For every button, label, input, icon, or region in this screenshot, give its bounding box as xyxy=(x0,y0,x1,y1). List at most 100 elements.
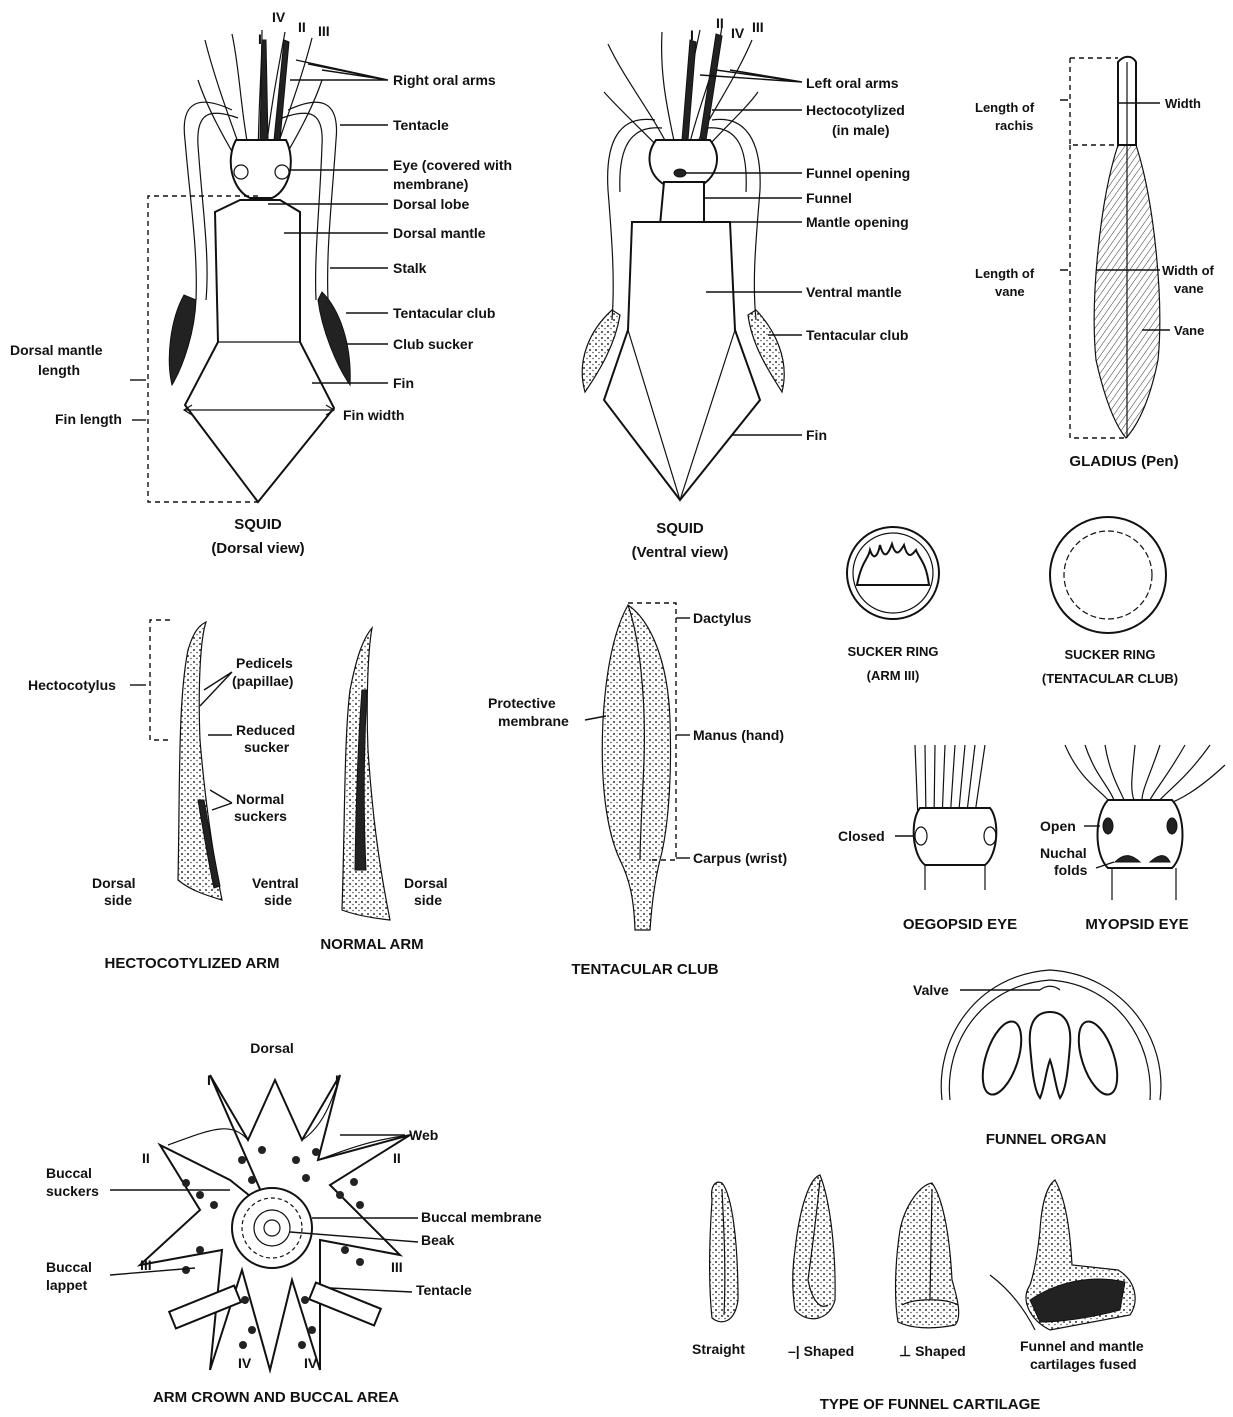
label-nuchal-folds: Nuchal xyxy=(1040,845,1087,861)
caption-hectocotylized-arm: HECTOCOTYLIZED ARM xyxy=(105,955,280,972)
caption-sucker-ring-club: SUCKER RING xyxy=(1064,647,1155,662)
label-valve: Valve xyxy=(913,982,949,998)
caption-squid-ventral-2: (Ventral view) xyxy=(632,544,729,561)
caption-arm-crown: ARM CROWN AND BUCCAL AREA xyxy=(153,1389,399,1406)
gladius-figure xyxy=(1060,57,1170,438)
label-straight: Straight xyxy=(692,1341,745,1357)
caption-gladius: GLADIUS (Pen) xyxy=(1069,453,1178,470)
label-buccal-lappet-2: lappet xyxy=(46,1277,88,1293)
arm-number-crown: IV xyxy=(304,1355,318,1371)
caption-funnel-cartilage: TYPE OF FUNNEL CARTILAGE xyxy=(820,1396,1041,1413)
funnel-organ-figure xyxy=(941,970,1161,1100)
tentacular-club-right-drawing xyxy=(318,292,350,385)
ventral-mantle-drawing xyxy=(604,222,760,500)
dorsal-mantle-drawing xyxy=(185,200,334,502)
label-fused-2: cartilages fused xyxy=(1030,1356,1137,1372)
label-stalk: Stalk xyxy=(393,260,427,276)
hectocotylized-arm-figure xyxy=(130,620,232,900)
label-dactylus: Dactylus xyxy=(693,610,752,626)
label-pedicels: Pedicels xyxy=(236,655,293,671)
caption-myopsid-eye: MYOPSID EYE xyxy=(1085,916,1188,933)
label-fin: Fin xyxy=(393,375,414,391)
label-tentacular-club-ventral: Tentacular club xyxy=(806,327,908,343)
label-funnel: Funnel xyxy=(806,190,852,206)
dorsal-head-drawing xyxy=(231,140,291,198)
label-buccal-membrane: Buccal membrane xyxy=(421,1209,542,1225)
label-club-sucker: Club sucker xyxy=(393,336,474,352)
caption-funnel-organ: FUNNEL ORGAN xyxy=(986,1131,1107,1148)
label-buccal-lappet: Buccal xyxy=(46,1259,92,1275)
arm-number-ventral: III xyxy=(752,19,764,35)
label-reduced-sucker-2: sucker xyxy=(244,739,290,755)
tentacular-club-figure xyxy=(585,603,690,930)
label-dorsal-mantle: Dorsal mantle xyxy=(393,225,486,241)
squid-ventral-figure xyxy=(582,26,802,500)
sucker-ring-club-figure xyxy=(1050,517,1166,633)
arm-number-ventral: II xyxy=(716,15,724,31)
arm-number-crown: III xyxy=(391,1259,403,1275)
label-left-oral-arms: Left oral arms xyxy=(806,75,899,91)
arm-number-dorsal: I xyxy=(258,31,262,47)
label-beak: Beak xyxy=(421,1232,455,1248)
myopsid-eye-figure xyxy=(1065,745,1225,900)
label-width-of-vane-2: vane xyxy=(1174,281,1204,296)
arm-number-crown: IV xyxy=(238,1355,252,1371)
label-hectocotylized: Hectocotylized xyxy=(806,102,905,118)
label-tentacular-club: Tentacular club xyxy=(393,305,495,321)
caption-sucker-ring-arm: SUCKER RING xyxy=(847,644,938,659)
cartilage-inverted-t-drawing xyxy=(896,1183,959,1328)
arm-number-dorsal: IV xyxy=(272,9,286,25)
label-mantle-opening: Mantle opening xyxy=(806,214,909,230)
caption-squid-ventral: SQUID xyxy=(656,520,704,537)
label-length-of-vane-2: vane xyxy=(995,284,1025,299)
label-dorsal-mantle-length: Dorsal mantle xyxy=(10,342,103,358)
label-tentacle: Tentacle xyxy=(393,117,449,133)
label-hectocotylus: Hectocotylus xyxy=(28,677,116,693)
label-normal-suckers-2: suckers xyxy=(234,808,287,824)
label-reduced-sucker: Reduced xyxy=(236,722,295,738)
label-inverted-t-shaped: ⊥ Shaped xyxy=(899,1343,966,1359)
label-dorsal-side-2: side xyxy=(104,892,132,908)
label-length-of-rachis-2: rachis xyxy=(995,118,1033,133)
caption-oegopsid-eye: OEGOPSID EYE xyxy=(903,916,1017,933)
label-ventral-side: Ventral xyxy=(252,875,299,891)
caption-squid-dorsal-2: (Dorsal view) xyxy=(211,540,304,557)
label-carpus: Carpus (wrist) xyxy=(693,850,787,866)
arm-number-crown: I xyxy=(335,1072,339,1088)
label-t-shaped-side: –| Shaped xyxy=(788,1343,854,1359)
label-tentacle-crown: Tentacle xyxy=(416,1282,472,1298)
label-papillae: (papillae) xyxy=(232,673,293,689)
oegopsid-eye-figure xyxy=(895,745,996,890)
arm-crown-figure xyxy=(110,1075,418,1370)
normal-arm-figure xyxy=(342,628,390,920)
label-ventral-mantle: Ventral mantle xyxy=(806,284,902,300)
caption-tentacular-club: TENTACULAR CLUB xyxy=(571,961,718,978)
label-in-male: (in male) xyxy=(832,122,890,138)
arm-number-crown: III xyxy=(140,1257,152,1273)
label-eye: Eye (covered with xyxy=(393,157,512,173)
label-manus: Manus (hand) xyxy=(693,727,784,743)
caption-sucker-ring-arm-2: (ARM III) xyxy=(867,668,920,683)
arm-number-dorsal: III xyxy=(318,23,330,39)
label-fin-length: Fin length xyxy=(55,411,122,427)
caption-sucker-ring-club-2: (TENTACULAR CLUB) xyxy=(1042,671,1178,686)
label-width: Width xyxy=(1165,96,1201,111)
label-fused: Funnel and mantle xyxy=(1020,1338,1144,1354)
ventral-head-drawing xyxy=(650,140,717,185)
squid-dorsal-figure xyxy=(130,30,388,502)
arm-number-crown: II xyxy=(142,1150,150,1166)
label-dorsal-mantle-length-2: length xyxy=(38,362,80,378)
arm-number-crown: II xyxy=(393,1150,401,1166)
arm-number-dorsal: II xyxy=(298,19,306,35)
funnel-drawing xyxy=(660,182,704,225)
label-fin-ventral: Fin xyxy=(806,427,827,443)
sucker-ring-arm-figure xyxy=(847,527,939,619)
label-dorsal-side: Dorsal xyxy=(92,875,136,891)
label-dorsal-lobe: Dorsal lobe xyxy=(393,196,469,212)
label-funnel-opening: Funnel opening xyxy=(806,165,910,181)
label-dorsal-side-normal: Dorsal xyxy=(404,875,448,891)
arm-number-ventral: IV xyxy=(731,25,745,41)
label-buccal-suckers-2: suckers xyxy=(46,1183,99,1199)
label-buccal-suckers: Buccal xyxy=(46,1165,92,1181)
